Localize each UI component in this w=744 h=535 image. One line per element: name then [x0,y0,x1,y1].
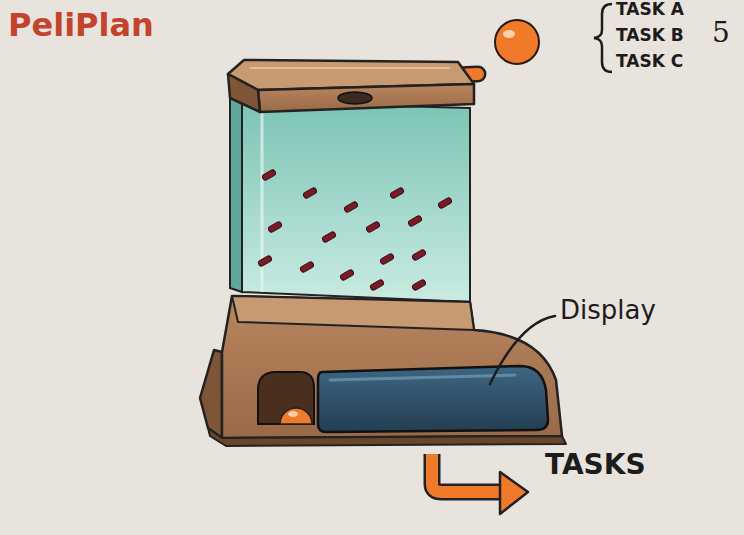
glass-panel [230,95,470,302]
task-item: TASK A [616,0,684,19]
task-item: TASK B [616,26,684,45]
display-panel [318,366,548,432]
ball-highlight [503,30,515,38]
ball [495,20,539,64]
output-arrow [432,454,528,514]
tasks-label: TASKS [545,450,646,481]
task-item: TASK C [616,52,683,71]
base [200,296,566,446]
page-number: 5 [712,18,730,49]
top-cap [228,60,474,112]
logo-title: PeliPlan [8,6,154,44]
brace [594,4,612,72]
leader-line [490,316,555,384]
pegs [257,169,452,291]
display-label: Display [560,296,656,325]
ball-outlet [258,372,314,424]
